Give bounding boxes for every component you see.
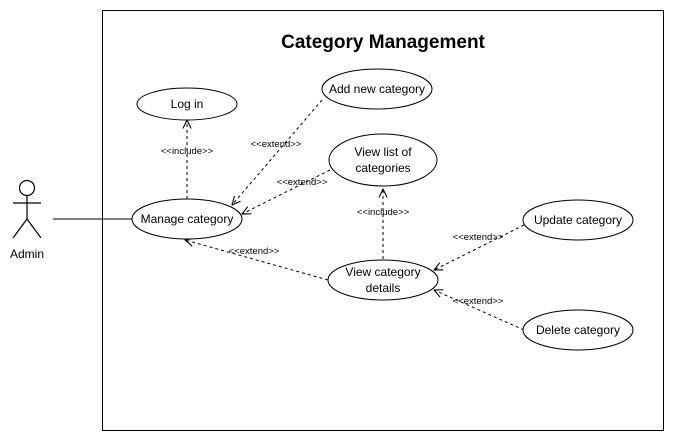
use-case-view-list-label-line1: View list of	[354, 145, 412, 159]
label-add-extend-manage: <<extend>>	[251, 139, 302, 150]
relation-details-extend-manage	[185, 240, 329, 281]
system-title: Category Management	[281, 32, 485, 53]
use-case-add-label: Add new category	[329, 82, 425, 96]
use-case-delete-category: Delete category	[522, 309, 634, 351]
use-case-login-label: Log in	[171, 97, 204, 111]
use-case-add-new-category: Add new category	[321, 68, 433, 110]
label-delete-extend-details: <<extend>>	[453, 296, 504, 307]
use-case-view-list: View list of categories	[328, 133, 438, 187]
use-case-view-list-label-line2: categories	[355, 161, 410, 175]
relation-add-extend-manage	[232, 99, 323, 205]
use-case-manage-category: Manage category	[131, 198, 243, 240]
use-case-details-label-line2: details	[366, 281, 401, 295]
relation-viewlist-extend-manage	[242, 169, 331, 214]
use-case-view-details: View category details	[327, 259, 439, 301]
relation-delete-extend-details	[434, 290, 525, 331]
label-update-extend-details: <<extend>>	[453, 232, 504, 243]
label-manage-include-login: <<include>>	[161, 146, 214, 157]
use-case-update-label: Update category	[534, 213, 622, 227]
actor-admin	[12, 179, 42, 239]
use-case-update-category: Update category	[522, 199, 634, 241]
use-case-delete-label: Delete category	[536, 323, 620, 337]
actor-right-leg	[26, 218, 42, 239]
label-details-extend-manage: <<extend>>	[229, 246, 280, 257]
actor-left-leg	[12, 218, 28, 239]
use-case-manage-label: Manage category	[141, 212, 234, 226]
relationships	[185, 99, 525, 331]
use-case-login: Log in	[136, 87, 238, 121]
label-viewlist-extend-manage: <<extend>>	[277, 177, 328, 188]
use-case-details-label-line1: View category	[345, 265, 420, 279]
relation-update-extend-details	[434, 224, 525, 270]
actor-name: Admin	[10, 247, 44, 261]
label-details-include-viewlist: <<include>>	[357, 207, 410, 218]
actor-head	[18, 179, 36, 197]
